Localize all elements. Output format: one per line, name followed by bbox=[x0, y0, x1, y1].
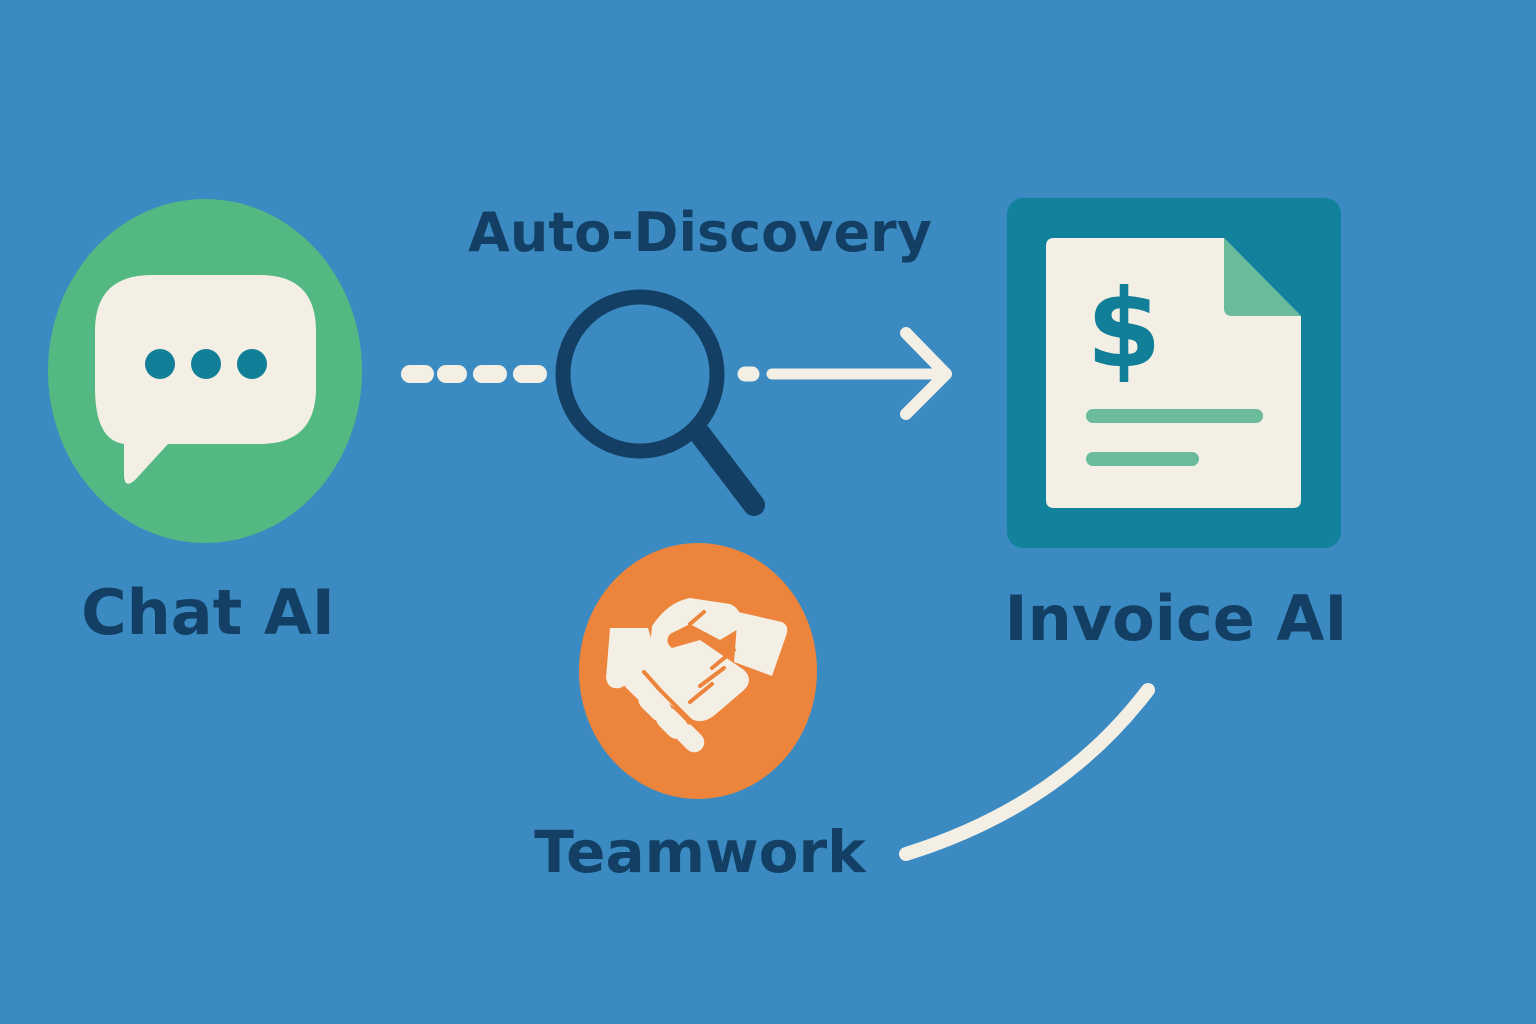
discovery-arrow bbox=[737, 327, 952, 420]
teamwork-node bbox=[579, 543, 817, 799]
teamwork-connector-curve bbox=[899, 683, 1155, 861]
dollar-symbol: $ bbox=[1086, 267, 1161, 392]
chat-bubble-icon bbox=[95, 275, 316, 484]
chat-ai-node bbox=[48, 199, 362, 543]
handshake-icon bbox=[606, 598, 788, 753]
teamwork-label: Teamwork bbox=[534, 818, 866, 886]
auto-discovery-label: Auto-Discovery bbox=[468, 201, 932, 264]
invoice-ai-label: Invoice AI bbox=[1004, 582, 1348, 655]
magnifying-glass-icon bbox=[555, 289, 765, 516]
arrow-head-icon bbox=[900, 327, 952, 420]
invoice-document-icon: $ bbox=[1046, 238, 1301, 508]
invoice-ai-node: $ bbox=[1007, 198, 1341, 548]
chat-ai-label: Chat AI bbox=[81, 576, 335, 649]
